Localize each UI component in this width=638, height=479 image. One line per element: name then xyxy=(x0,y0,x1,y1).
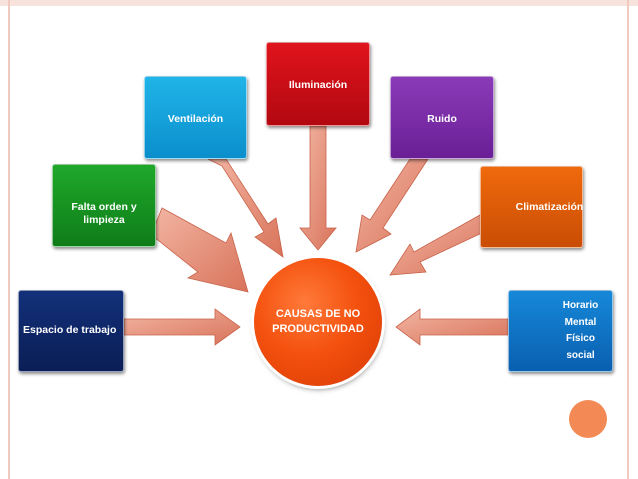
center-label-line1: CAUSAS DE NO xyxy=(275,308,361,321)
center-node-causas: CAUSAS DE NO PRODUCTIVIDAD xyxy=(254,258,382,386)
cause-item: social xyxy=(566,349,595,361)
slide-left-border xyxy=(8,0,10,479)
arrow-iluminacion xyxy=(299,125,337,251)
slide-right-border xyxy=(627,0,629,479)
cause-item: Mental xyxy=(564,316,597,328)
arrow-ventilacion xyxy=(207,158,284,258)
arrow-ruido xyxy=(355,158,429,253)
cause-box-climatizacion: Climatización xyxy=(480,166,583,248)
cause-label: Climatización xyxy=(515,201,584,213)
cause-box-ventilacion: Ventilación xyxy=(144,76,247,159)
cause-box-espacio-de-trabajo: Espacio de trabajo xyxy=(18,290,124,372)
cause-box-ruido: Ruido xyxy=(390,76,494,159)
arrow-climatizacion xyxy=(389,214,487,276)
decorative-dot xyxy=(569,400,607,438)
slide-top-border xyxy=(0,0,638,6)
cause-box-falta-orden-limpieza: Falta orden y limpieza xyxy=(52,164,156,247)
cause-label: Ventilación xyxy=(167,113,224,125)
cause-item: Horario xyxy=(562,300,599,311)
cause-label: Espacio de trabajo xyxy=(23,324,117,337)
cause-label-line1: Falta orden y xyxy=(71,201,137,213)
arrow-orden xyxy=(153,207,249,293)
cause-box-horario: Horario Mental Físico social xyxy=(508,290,613,372)
cause-label: Ruido xyxy=(427,113,457,125)
center-label-line2: PRODUCTIVIDAD xyxy=(272,323,364,335)
cause-label: Iluminación xyxy=(288,79,348,91)
arrow-espacio xyxy=(123,308,241,346)
cause-label-line2: limpieza xyxy=(83,214,125,227)
cause-box-iluminacion: Iluminación xyxy=(266,42,370,126)
cause-item: Físico xyxy=(566,333,595,344)
arrow-horario xyxy=(395,308,509,346)
